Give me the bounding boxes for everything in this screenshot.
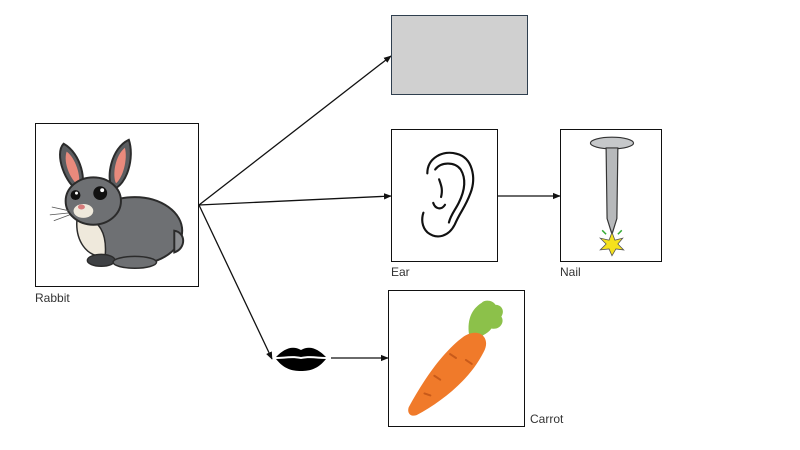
rabbit-icon <box>49 138 185 269</box>
node-carrot-label: Carrot <box>530 412 564 426</box>
edge-rabbit-to-blank <box>198 55 392 206</box>
lips-icon <box>276 347 326 371</box>
edge-rabbit-to-ear <box>198 193 392 206</box>
carrot-icon <box>408 300 503 416</box>
nail-icon <box>589 136 635 257</box>
ear-icon <box>421 151 475 238</box>
node-rabbit-label: Rabbit <box>35 291 70 305</box>
node-carrot <box>388 290 525 427</box>
node-rabbit <box>35 123 199 287</box>
node-lips <box>274 343 328 373</box>
edge-rabbit-to-lips <box>198 204 273 360</box>
node-nail-label: Nail <box>560 265 581 279</box>
node-nail <box>560 129 662 262</box>
node-ear <box>391 129 498 262</box>
node-ear-label: Ear <box>391 265 410 279</box>
node-blank-box <box>391 15 528 95</box>
